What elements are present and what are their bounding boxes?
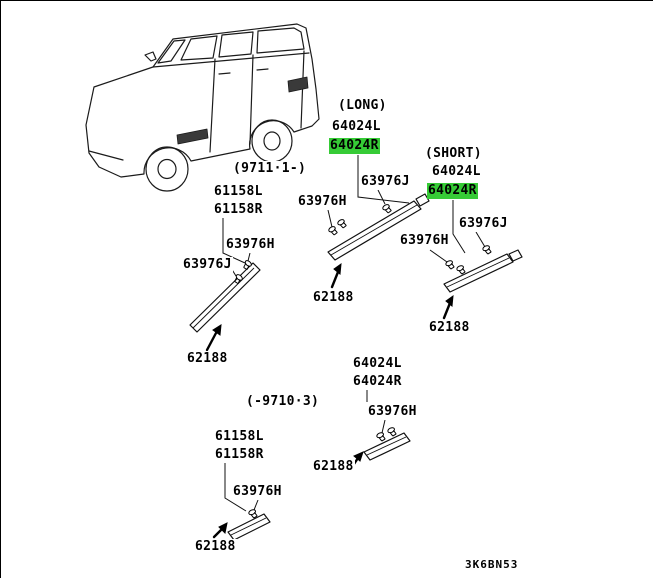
screw-arrow-9711 <box>205 331 218 352</box>
body-molding-mark-front <box>176 128 209 145</box>
part-number-61158R-9711: 61158R <box>213 202 264 218</box>
part-number-63976H-9711: 63976H <box>225 237 276 253</box>
part-number-63976H-short: 63976H <box>399 233 450 249</box>
part-number-63976J-long: 63976J <box>360 174 411 190</box>
part-number-62188-9711: 62188 <box>186 351 229 367</box>
clip-fastener-icon <box>381 203 393 215</box>
group-caption-short: (SHORT) <box>424 146 483 162</box>
screw-arrow-long <box>330 270 340 289</box>
part-number-62188-mid: 62188 <box>312 459 355 475</box>
molding-strip-long <box>327 193 430 261</box>
clip-fastener-icon <box>241 259 253 271</box>
molding-strip-9711 <box>189 262 261 333</box>
clip-fastener-icon <box>327 225 339 237</box>
part-number-63976H-mid: 63976H <box>367 404 418 420</box>
part-number-63976J-9711: 63976J <box>182 257 233 273</box>
group-caption-9711: (9711·1-) <box>232 161 308 177</box>
part-number-62188-long: 62188 <box>312 290 355 306</box>
molding-strip-9710 <box>227 513 271 541</box>
part-number-64024L-short: 64024L <box>431 164 482 180</box>
clip-fastener-icon <box>232 273 244 285</box>
part-number-63976H-long: 63976H <box>297 194 348 210</box>
part-number-61158L-9710: 61158L <box>214 429 265 445</box>
part-number-62188-short: 62188 <box>428 320 471 336</box>
molding-parts <box>189 193 523 541</box>
leader-lines <box>222 155 486 512</box>
part-number-62188-9710: 62188 <box>194 539 237 555</box>
vehicle-illustration <box>85 23 320 192</box>
screw-arrow-9710 <box>212 528 223 539</box>
molding-strip-mid <box>363 432 411 461</box>
molding-strip-short <box>443 249 523 293</box>
body-molding-mark-rear <box>287 76 309 93</box>
clip-fastener-icon <box>336 218 348 230</box>
diagram-code: 3K6BN53 <box>465 558 519 571</box>
group-caption-long: (LONG) <box>337 98 388 114</box>
part-number-64024L-long: 64024L <box>331 119 382 135</box>
clip-fastener-icon <box>375 431 387 443</box>
part-number-64024L-mid: 64024L <box>352 356 403 372</box>
part-number-64024R-long: 64024R <box>329 138 380 154</box>
screw-arrow-short <box>442 301 452 320</box>
clip-fastener-icon <box>386 426 398 438</box>
clip-fastener-icon <box>481 244 493 256</box>
part-number-61158R-9710: 61158R <box>214 447 265 463</box>
screw-arrows <box>205 262 454 539</box>
part-number-61158L-9711: 61158L <box>213 184 264 200</box>
clip-fastener-icon <box>455 264 467 276</box>
part-number-64024R-mid: 64024R <box>352 374 403 390</box>
part-number-63976J-short: 63976J <box>458 216 509 232</box>
group-caption-9710: (-9710·3) <box>245 394 321 410</box>
part-number-64024R-short: 64024R <box>427 183 478 199</box>
part-number-63976H-9710: 63976H <box>232 484 283 500</box>
